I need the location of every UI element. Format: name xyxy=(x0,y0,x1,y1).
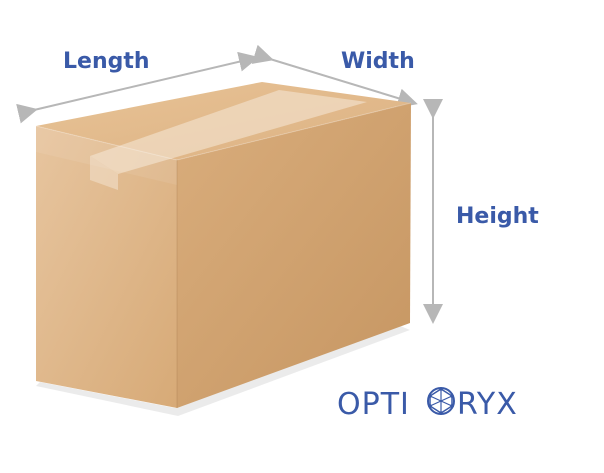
box-front-tape xyxy=(90,156,118,190)
box-edge-line xyxy=(35,102,412,161)
box-side-face xyxy=(177,103,411,408)
box-front-highlight xyxy=(36,126,177,185)
box-shadow xyxy=(36,325,410,416)
length-label: Length xyxy=(63,49,150,74)
width-double-arrow-icon xyxy=(251,44,418,108)
height-label: Height xyxy=(456,204,539,229)
logo-text-left: OPTI xyxy=(337,387,410,422)
width-label: Width xyxy=(341,49,415,74)
length-double-arrow-icon xyxy=(16,51,259,124)
brand-logo: OPTI RYX xyxy=(337,387,518,422)
logo-mark-icon xyxy=(427,387,455,415)
logo-text-right: RYX xyxy=(457,387,518,422)
box-top-tape xyxy=(90,90,367,174)
box-front-face xyxy=(36,126,177,408)
cardboard-box xyxy=(35,82,412,416)
